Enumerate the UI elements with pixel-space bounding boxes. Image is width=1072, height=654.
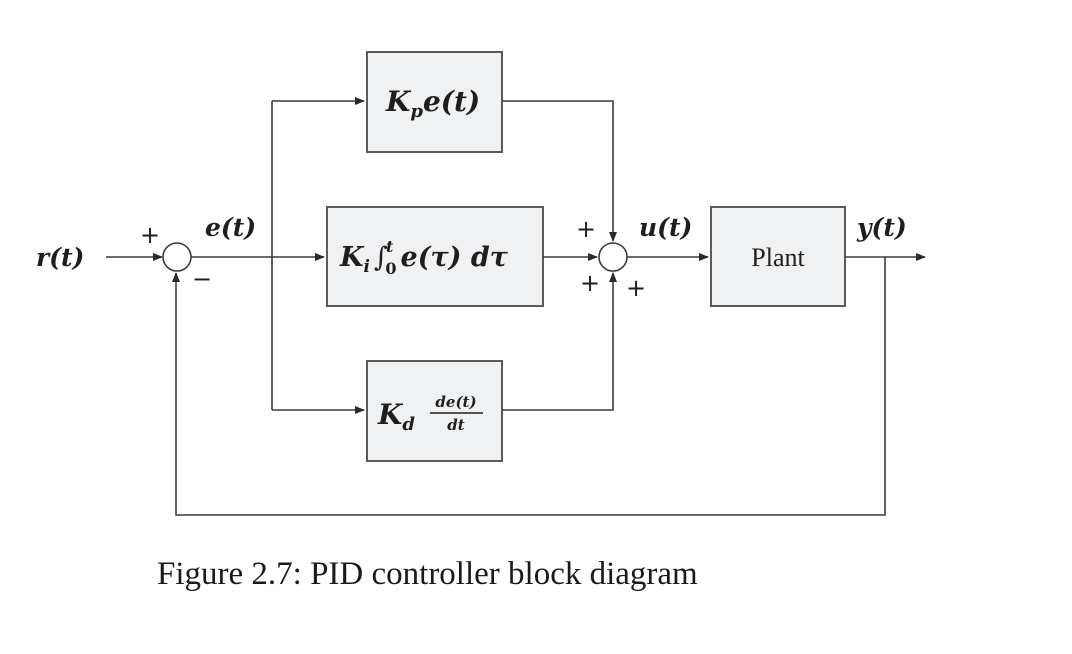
p-output-arrow xyxy=(502,100,617,242)
p-plus-sign: + xyxy=(576,215,596,243)
figure-caption: Figure 2.7: PID controller block diagram xyxy=(157,556,698,592)
d-output-arrow xyxy=(502,272,617,411)
plant-label: Plant xyxy=(751,243,805,272)
reference-signal-label: r(t) xyxy=(36,243,84,272)
control-summing-junction xyxy=(598,242,628,272)
derivative-block xyxy=(366,360,503,462)
error-signal-label: e(t) xyxy=(205,213,256,242)
error-summing-junction xyxy=(162,242,192,272)
reference-plus-sign: + xyxy=(140,221,160,249)
plant-block xyxy=(710,206,846,307)
output-signal-label: y(t) xyxy=(856,213,907,242)
proportional-block xyxy=(366,51,503,153)
feedback-path xyxy=(172,257,886,516)
integral-block xyxy=(326,206,544,307)
proportional-label: Kpe(t) xyxy=(385,85,480,122)
i-plus-sign: + xyxy=(580,269,600,297)
derivative-numerator: de(t) xyxy=(435,393,476,411)
d-plus-sign: + xyxy=(626,274,646,302)
derivative-denominator: dt xyxy=(447,416,464,434)
derivative-gain-label: Kd xyxy=(377,398,415,435)
control-signal-label: u(t) xyxy=(639,213,692,242)
feedback-minus-sign: − xyxy=(192,265,212,293)
